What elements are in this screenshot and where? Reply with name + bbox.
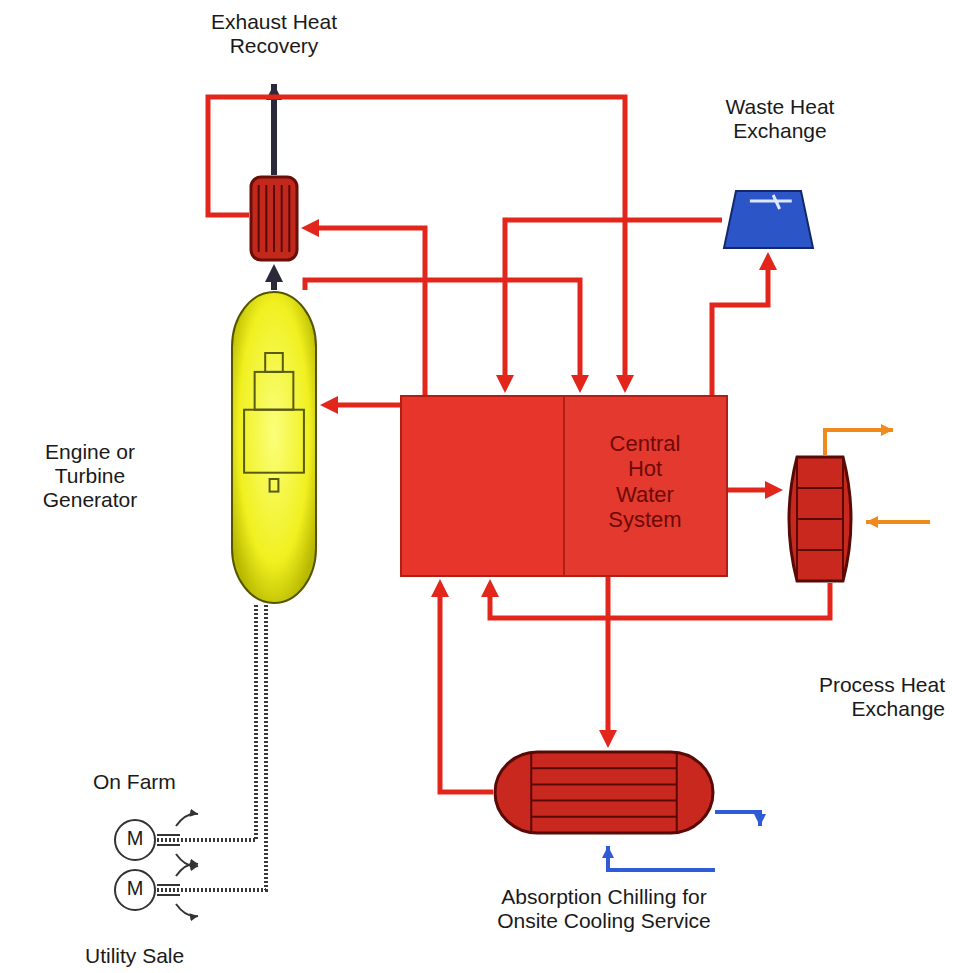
absorption-chiller: Absorption Chilling for Onsite Cooling S…	[493, 750, 715, 835]
chilled-in-arrow	[608, 846, 715, 870]
node-label: On Farm	[93, 770, 223, 794]
hot-water-pipe	[505, 220, 722, 377]
motor-symbol: MOn Farm	[113, 818, 157, 862]
exhaust-heat-exchanger-outline	[249, 175, 299, 262]
process-heat-exchanger-outline	[785, 455, 855, 583]
power-wire	[157, 605, 266, 890]
cooling-tower: Waste Heat Exchange	[722, 185, 815, 250]
process-heat-exchanger: Process Heat Exchange	[785, 455, 855, 583]
power-wire	[157, 605, 256, 840]
hot-water-pipe	[440, 595, 493, 792]
rotation-arrow	[176, 814, 198, 826]
chilled-out-arrow	[715, 812, 760, 826]
node-label: Absorption Chilling for Onsite Cooling S…	[474, 885, 734, 933]
hot-water-pipe	[712, 268, 768, 395]
hot-water-tank-outline	[400, 395, 728, 577]
node-label: Engine or Turbine Generator	[15, 440, 165, 512]
generator-capsule-outline	[230, 290, 318, 605]
node-label: Exhaust Heat Recovery	[199, 10, 349, 58]
hot-water-tank: Central Hot Water System	[400, 395, 728, 577]
exhaust-flow-arrow	[271, 280, 277, 290]
node-label: Process Heat Exchange	[760, 673, 945, 721]
rotation-arrow	[176, 864, 198, 876]
motor-shaft	[157, 885, 180, 895]
hot-water-pipe	[728, 488, 767, 493]
symbol-letter: M	[113, 827, 157, 850]
hot-water-pipe	[606, 577, 611, 732]
cooling-tower-outline	[722, 185, 815, 250]
node-label: Waste Heat Exchange	[705, 95, 855, 143]
hot-water-pipe	[317, 228, 425, 395]
node-label: Central Hot Water System	[599, 431, 691, 532]
rotation-arrow	[176, 904, 198, 916]
process-in-arrow	[866, 520, 930, 524]
symbol-letter: M	[113, 877, 157, 900]
process-out-arrow	[825, 430, 893, 455]
exhaust-heat-exchanger: Exhaust Heat Recovery	[249, 175, 299, 262]
absorption-chiller-outline	[493, 750, 715, 835]
motor-symbol: MUtility Sale	[113, 868, 157, 912]
generator-capsule: Engine or Turbine Generator	[230, 290, 318, 605]
hot-water-pipe	[490, 583, 830, 618]
hot-water-pipe	[305, 280, 580, 377]
hot-water-pipe	[336, 403, 400, 408]
node-label: Utility Sale	[85, 944, 215, 968]
motor-shaft	[157, 835, 180, 845]
